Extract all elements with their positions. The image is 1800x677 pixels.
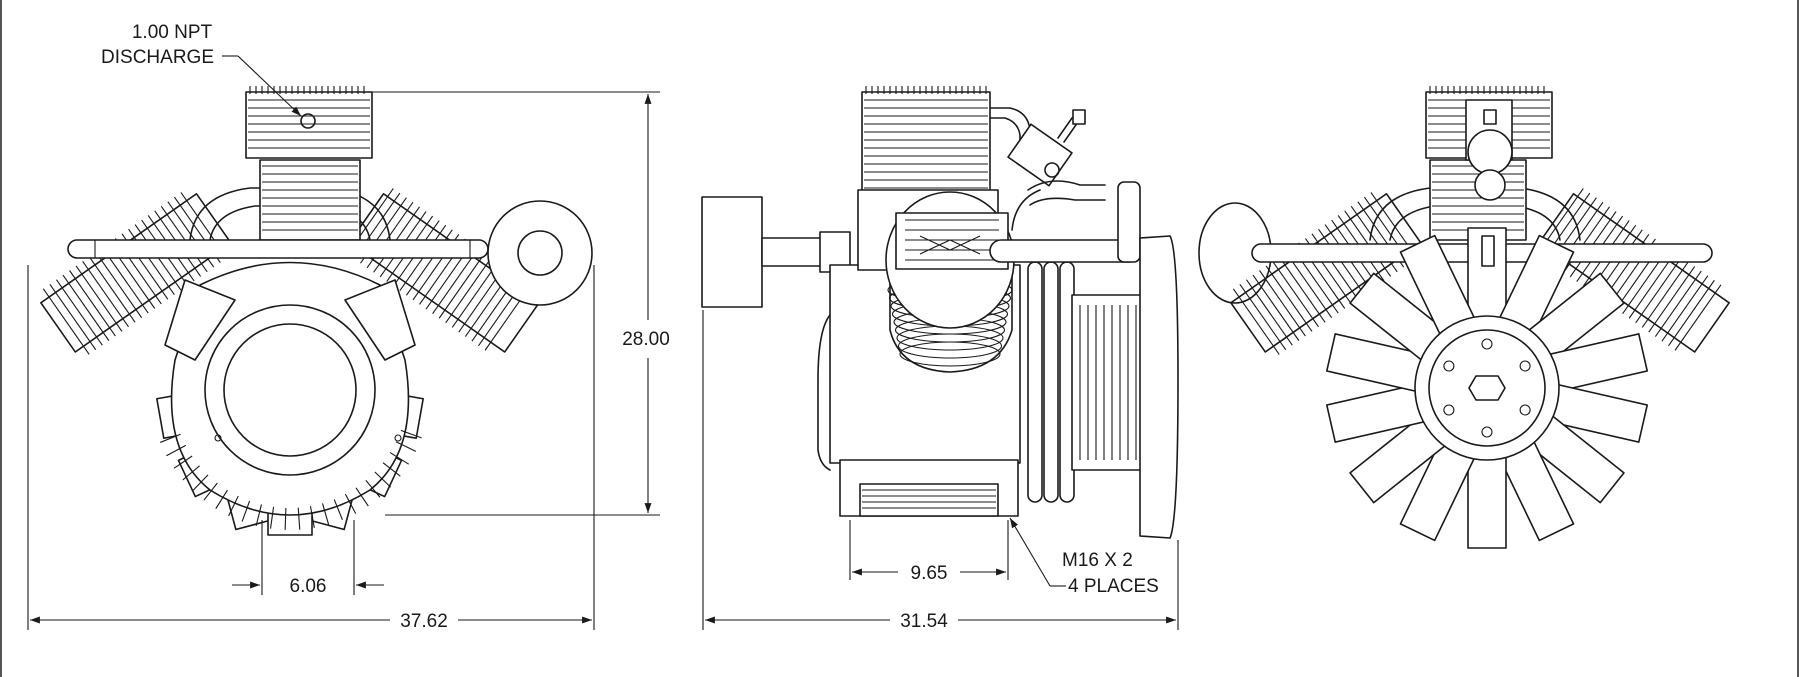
gear-teeth <box>159 429 422 530</box>
intake-filter <box>487 200 593 306</box>
dim-overall-height: 28.00 <box>622 329 670 350</box>
discharge-label-line1: 1.00 NPT <box>132 22 213 43</box>
side-flywheel-rim <box>1139 235 1179 539</box>
top-cylinder <box>245 86 373 241</box>
rear-view <box>1198 86 1730 549</box>
mount-label-line1: M16 X 2 <box>1062 550 1133 571</box>
side-view <box>701 86 1179 539</box>
left-cylinder <box>40 192 232 355</box>
side-pulley <box>1071 294 1143 471</box>
unloader-valve <box>1007 123 1073 187</box>
discharge-port <box>300 113 316 129</box>
hex-nut <box>1468 375 1506 401</box>
dim-overall-width-front: 37.62 <box>400 611 448 632</box>
mounting-base <box>859 483 999 517</box>
dim-foot-spacing: 6.06 <box>290 576 327 597</box>
side-center-cylinder <box>885 191 1015 373</box>
rear-left-cylinder <box>1230 192 1422 355</box>
mount-label-line2: 4 PLACES <box>1068 576 1159 597</box>
discharge-label-line2: DISCHARGE <box>101 47 214 68</box>
side-flywheel <box>701 196 763 308</box>
front-view <box>40 86 593 536</box>
dim-overall-width-side: 31.54 <box>900 611 948 632</box>
dim-base-width: 9.65 <box>911 563 948 584</box>
front-manifold-tube <box>67 239 489 259</box>
front-bearing-housing <box>204 304 376 476</box>
dimension-lines <box>27 55 1179 630</box>
